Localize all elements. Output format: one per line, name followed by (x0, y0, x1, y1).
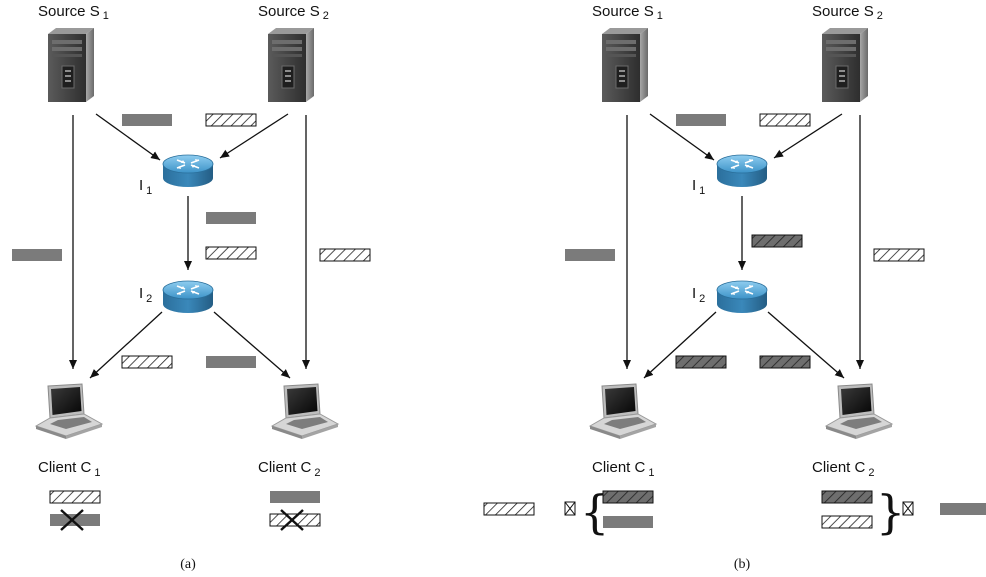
packet-hatched (121, 355, 173, 369)
packet-solid (50, 514, 100, 526)
links (623, 113, 864, 379)
caption-b: (b) (734, 557, 751, 572)
router-icon (716, 280, 768, 314)
packet-solid (206, 356, 256, 368)
packet-hatched (205, 113, 257, 127)
packet-hatched (205, 246, 257, 260)
packet-solid (565, 249, 615, 261)
caption-a: (a) (180, 557, 196, 572)
packet-hatched (483, 502, 535, 516)
packet-hatched (759, 113, 811, 127)
server-tower-icon (47, 27, 95, 103)
server-tower-icon (821, 27, 869, 103)
packet-coded (759, 355, 811, 369)
packet-hatched (821, 515, 873, 529)
packet-hatched (319, 248, 371, 262)
packet-solid (940, 503, 986, 515)
xor-box-icon (564, 501, 576, 516)
packet-solid (676, 114, 726, 126)
packet-solid (12, 249, 62, 261)
laptop-icon (35, 383, 103, 440)
server-tower-icon (601, 27, 649, 103)
router-icon (716, 154, 768, 188)
packet-solid (122, 114, 172, 126)
packet-hatched (873, 248, 925, 262)
laptop-icon (825, 383, 893, 440)
brace-icon: } (876, 485, 905, 539)
packet-hatched (269, 513, 321, 527)
links (69, 113, 310, 379)
packet-solid (206, 212, 256, 224)
packet-coded (751, 234, 803, 248)
router-icon (162, 280, 214, 314)
packet-coded (821, 490, 873, 504)
packet-coded (675, 355, 727, 369)
xor-box-icon (902, 501, 914, 516)
packet-hatched (49, 490, 101, 504)
laptop-icon (589, 383, 657, 440)
packet-solid (603, 516, 653, 528)
packet-solid (270, 491, 320, 503)
router-icon (162, 154, 214, 188)
server-tower-icon (267, 27, 315, 103)
packet-coded (602, 490, 654, 504)
laptop-icon (271, 383, 339, 440)
